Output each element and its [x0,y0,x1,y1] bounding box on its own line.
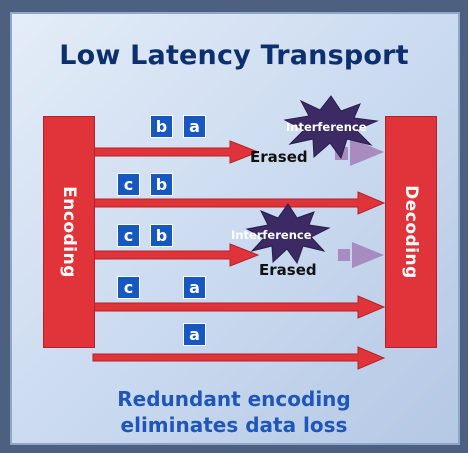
interference-burst-1 [283,95,379,160]
decoding-bar: Decoding [385,116,437,348]
stream-arrow-2 [92,191,386,215]
erased-label-1: Erased [250,148,308,166]
encoding-bar: Encoding [43,116,95,348]
packet-row2-b: b [150,173,173,196]
packet-row3-c: c [117,224,140,247]
erased-label-2: Erased [259,261,317,279]
diagram-title: Low Latency Transport [59,40,409,71]
stream-arrow-4 [92,295,386,319]
packet-row1-a: a [183,115,206,138]
encoding-label: Encoding [59,186,79,278]
interference-label-1: Interference [286,120,367,134]
packet-row5-a: a [183,323,206,346]
packet-row3-b: b [150,224,173,247]
interference-label-2: Interference [231,228,312,242]
decoding-label: Decoding [401,185,421,279]
packet-row1-b: b [150,115,173,138]
stream-arrow-1-erased [92,140,260,164]
caption-line-2: eliminates data loss [120,413,348,437]
stream-arrow-3-erased [92,243,260,267]
stream-arrow-5 [92,346,386,370]
caption-line-1: Redundant encoding [117,387,351,411]
interference-burst-2 [245,203,331,265]
packet-row4-c: c [117,276,140,299]
packet-row2-c: c [117,173,140,196]
packet-row4-a: a [183,276,206,299]
erased-segment-2 [338,242,384,268]
